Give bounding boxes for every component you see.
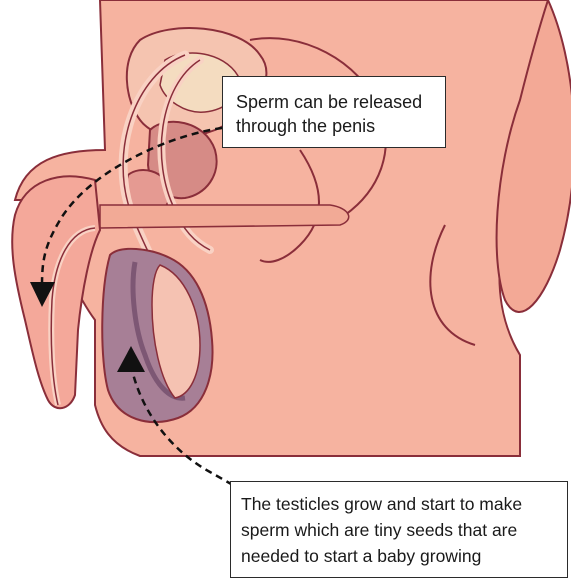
release-callout-line: Sperm can be released xyxy=(236,90,435,114)
release-callout-line: through the penis xyxy=(236,114,435,138)
testicles-callout-line: The testicles grow and start to make xyxy=(241,491,559,517)
testicles-callout-line: sperm which are tiny seeds that are xyxy=(241,517,559,543)
testicles-callout: The testicles grow and start to make spe… xyxy=(230,481,568,578)
testicles-callout-line: needed to start a baby growing xyxy=(241,543,559,569)
release-callout: Sperm can be released through the penis xyxy=(222,76,446,148)
